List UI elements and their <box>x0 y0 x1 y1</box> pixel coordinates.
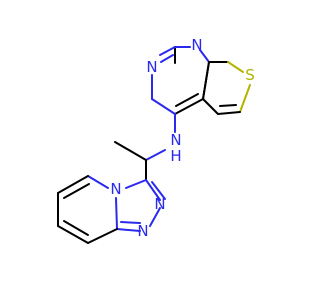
bond-n-c-top <box>199 49 210 63</box>
bond-c-c-thio-fused <box>202 98 219 115</box>
triazole-ring-bonds <box>115 179 166 232</box>
atom-n-bridge: N <box>110 180 121 198</box>
bond-c-c-py3 <box>57 225 89 244</box>
atom-n-triazole-a: N <box>154 195 165 213</box>
bond-n-c-double <box>159 46 176 56</box>
molecule-structure: N N S N H N N N <box>57 36 255 244</box>
atom-h-amine: H <box>170 147 181 165</box>
bond-n-c-fused-inner <box>120 221 141 224</box>
bond-c-c-py4 <box>87 228 118 244</box>
atom-s: S <box>245 66 255 84</box>
bond-nh-ch <box>145 149 166 161</box>
bond-s-c <box>239 84 251 113</box>
atom-n-amine: N <box>170 131 181 149</box>
bond-c-c-thio-bottom <box>217 111 241 115</box>
bond-c-nbridge-fused <box>115 197 118 230</box>
atom-n-left: N <box>146 58 157 76</box>
bond-c-c-lower-inner <box>175 93 199 107</box>
thiophene-ring-bonds <box>202 61 251 115</box>
bond-n-n <box>149 207 161 227</box>
bond-nbridge-c <box>87 175 109 189</box>
bond-c-nbridge <box>125 179 147 189</box>
bond-c-c-lower <box>174 98 204 115</box>
atom-labels: N N S N H N N N <box>110 36 254 240</box>
atom-n-top: N <box>191 36 202 54</box>
bond-n-c-double-inner <box>160 54 174 63</box>
bond-c-c-py1 <box>57 175 89 194</box>
pyrimidine-ring-bonds <box>151 46 210 115</box>
bond-c-c-py1-inner <box>63 183 90 199</box>
bond-c-s <box>227 61 244 73</box>
atom-n-triazole-b: N <box>137 222 148 240</box>
bond-ch-methyl <box>114 141 147 161</box>
bond-c-c-py3-inner <box>63 220 89 236</box>
bond-fused-shared <box>202 61 210 100</box>
linker-bonds <box>114 113 176 181</box>
bond-c-c-thio-bottom-inner <box>219 104 237 107</box>
bond-c-n-a-inner <box>151 181 166 200</box>
bond-c-n-a <box>145 179 161 201</box>
pyridine-ring-bonds <box>57 175 118 244</box>
bond-n-c-fused <box>116 228 141 232</box>
bond-n-c-bottom <box>151 98 176 115</box>
molecule-canvas: N N S N H N N N <box>57 36 255 244</box>
